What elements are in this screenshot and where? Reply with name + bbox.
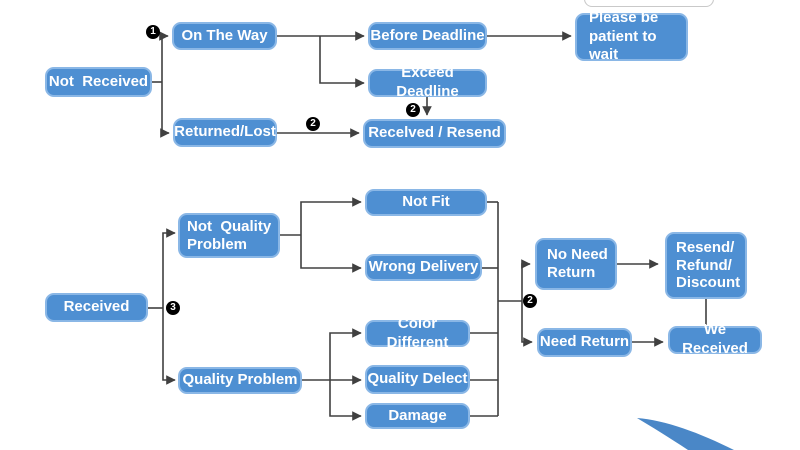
node-no-need-return: No Need Return xyxy=(535,238,617,290)
node-before-deadline: Before Deadline xyxy=(368,22,487,50)
step-badge-1: 1 xyxy=(146,25,160,39)
swoosh-decoration xyxy=(637,418,734,450)
node-resend-refund-discount: Resend/ Refund/ Discount xyxy=(665,232,747,299)
step-badge-2-return-split: 2 xyxy=(523,294,537,308)
node-exceed-deadline: Exceed Deadline xyxy=(368,64,487,100)
node-quality-delect: Quality Delect xyxy=(365,365,470,394)
step-badge-2-exceed: 2 xyxy=(406,103,420,117)
node-we-received: We Received xyxy=(668,321,762,357)
node-need-return: Need Return xyxy=(537,328,632,357)
node-not-received: Not Received xyxy=(45,67,152,97)
node-please-be-patient: Please be patient to wait xyxy=(575,9,688,63)
node-color-different: Color Different xyxy=(365,315,470,351)
node-recelved-resend: Recelved / Resend xyxy=(363,119,506,148)
step-badge-2-returned: 2 xyxy=(306,117,320,131)
node-quality-problem: Quality Problem xyxy=(178,367,302,394)
node-wrong-delivery: Wrong Delivery xyxy=(365,254,482,281)
node-received: Received xyxy=(45,293,148,322)
node-returned-lost: Returned/Lost xyxy=(173,118,277,147)
step-badge-3: 3 xyxy=(166,301,180,315)
cropped-shape-top xyxy=(584,0,714,7)
node-not-fit: Not Fit xyxy=(365,189,487,216)
node-not-quality-problem: Not Quality Problem xyxy=(178,213,280,258)
node-on-the-way: On The Way xyxy=(172,22,277,50)
node-damage: Damage xyxy=(365,403,470,429)
